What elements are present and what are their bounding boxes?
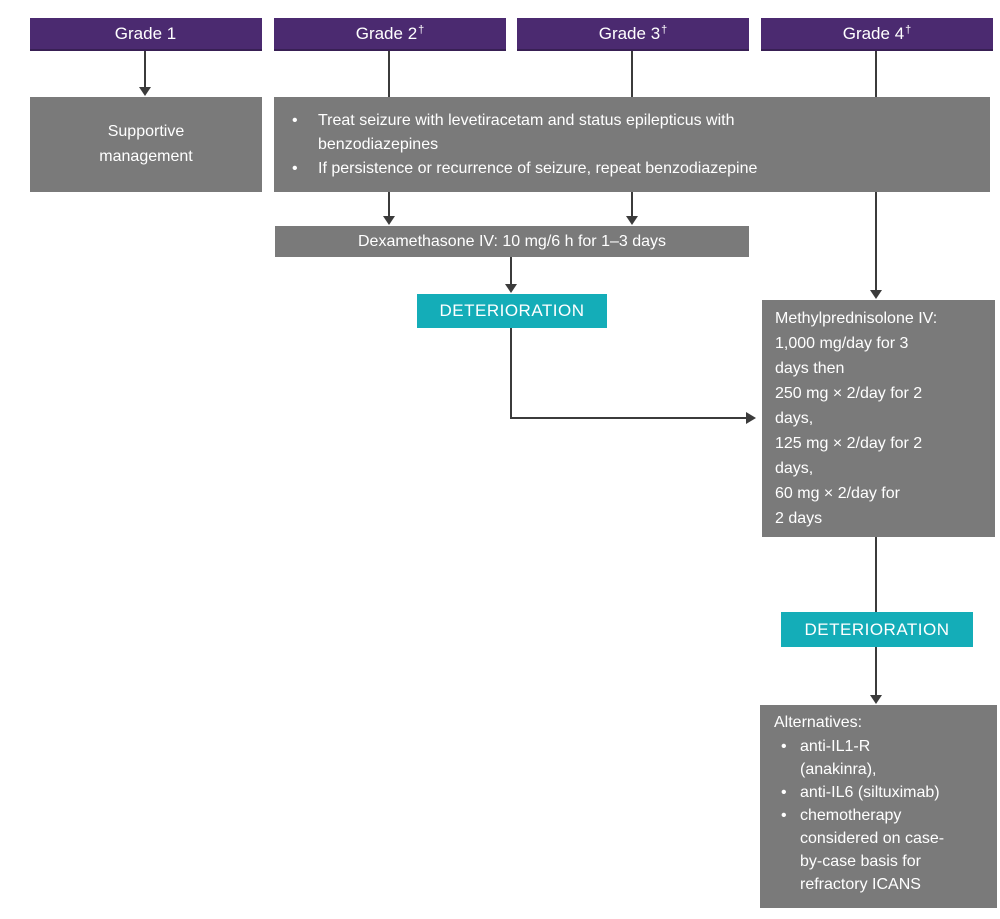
header-grade-3-label: Grade 3 — [598, 23, 661, 43]
header-grade-1: Grade 1 — [30, 18, 262, 51]
seizure-bullet-1: Treat seizure with levetiracetam and sta… — [292, 109, 974, 157]
connector-grade1-line — [144, 51, 146, 88]
dexamethasone-text: Dexamethasone IV: 10 mg/6 h for 1–3 days — [357, 232, 667, 250]
header-grade-2: Grade 2† — [274, 18, 506, 51]
arrowhead-deterioration1-icon — [505, 284, 517, 293]
header-grade-4-label: Grade 4 — [842, 23, 905, 43]
alternatives-box: Alternatives: anti-IL1-R (anakinra), ant… — [760, 705, 997, 908]
arrowhead-methylprednisolone-right-icon — [746, 412, 756, 424]
alternatives-bullet-2: anti-IL6 (siltuximab) — [774, 781, 991, 804]
connector-grade3-to-dexa-line — [631, 192, 633, 217]
header-grade-4: Grade 4† — [761, 18, 993, 51]
arrowhead-grade2-dexa-icon — [383, 216, 395, 225]
header-grade-3: Grade 3† — [517, 18, 749, 51]
arrowhead-grade1-down-icon — [139, 87, 151, 96]
alternatives-bullet-3: chemotherapy considered on case- by-case… — [774, 804, 991, 896]
seizure-bullet-2: If persistence or recurrence of seizure,… — [292, 157, 974, 181]
connector-dexa-to-deterioration-line — [510, 257, 512, 285]
connector-grade2-to-dexa-line — [388, 192, 390, 217]
connector-grade3-line — [631, 51, 633, 97]
seizure-management-list: Treat seizure with levetiracetam and sta… — [292, 109, 974, 181]
methylprednisolone-box: Methylprednisolone IV: 1,000 mg/day for … — [762, 300, 995, 537]
arrowhead-alternatives-icon — [870, 695, 882, 704]
deterioration-2-text: DETERIORATION — [804, 619, 950, 639]
header-grade-2-label: Grade 2 — [355, 23, 418, 43]
alternatives-list: anti-IL1-R (anakinra), anti-IL6 (siltuxi… — [774, 735, 991, 896]
header-grade-1-label: Grade 1 — [114, 23, 177, 43]
deterioration-badge-1: DETERIORATION — [417, 294, 607, 328]
seizure-management-box: Treat seizure with levetiracetam and sta… — [274, 97, 990, 192]
arrowhead-methylprednisolone-down-icon — [870, 290, 882, 299]
connector-grade2-line — [388, 51, 390, 97]
connector-grade4-line-upper — [875, 51, 877, 97]
deterioration-1-text: DETERIORATION — [439, 301, 585, 320]
alternatives-title: Alternatives: — [774, 714, 863, 731]
deterioration-badge-2: DETERIORATION — [781, 612, 973, 647]
supportive-management-box: Supportive management — [30, 97, 262, 192]
arrowhead-grade3-dexa-icon — [626, 216, 638, 225]
dexamethasone-box: Dexamethasone IV: 10 mg/6 h for 1–3 days — [275, 226, 749, 257]
connector-elbow-vertical-line — [510, 328, 512, 419]
supportive-management-text: Supportive management — [99, 122, 193, 165]
alternatives-bullet-1: anti-IL1-R (anakinra), — [774, 735, 991, 781]
connector-elbow-horizontal-line — [511, 417, 747, 419]
connector-grade4-line-lower — [875, 192, 877, 290]
